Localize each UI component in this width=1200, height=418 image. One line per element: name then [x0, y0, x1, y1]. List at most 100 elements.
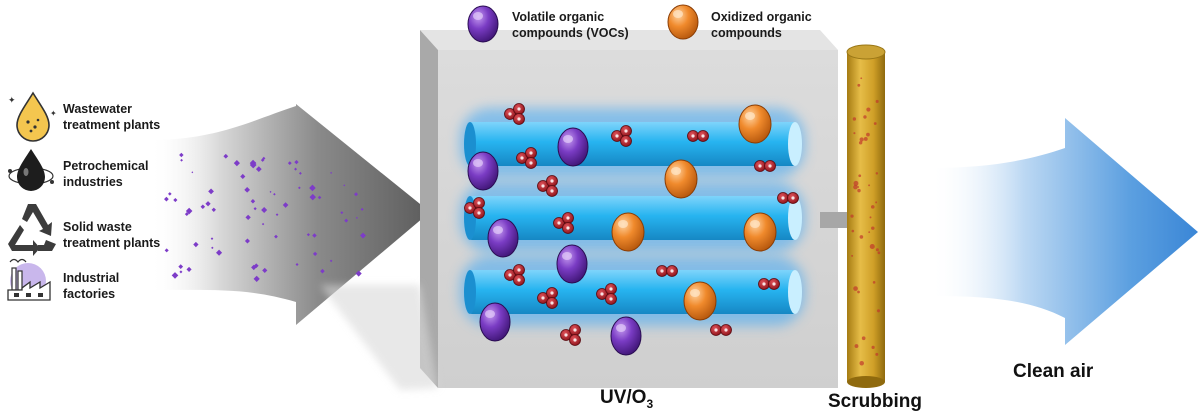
- reactor-molecules: [464, 103, 799, 356]
- scrubber-dot: [853, 132, 856, 135]
- ozone-molecule: [754, 160, 776, 172]
- legend-voc-label: Volatile organic compounds (VOCs): [512, 10, 629, 40]
- reactor-label: UV/O3: [600, 387, 654, 411]
- scrubber-dot: [851, 229, 855, 233]
- scrubber-dot: [871, 345, 875, 349]
- scrubber-dot: [868, 184, 871, 187]
- pollutant-dot: [253, 207, 257, 211]
- factory-icon: [7, 258, 51, 301]
- pollutant-dot: [344, 218, 349, 223]
- pollutant-dot: [261, 207, 268, 214]
- oxidized-molecule: [743, 212, 777, 252]
- scrubber-dot: [866, 132, 870, 137]
- pollutant-dot: [312, 251, 318, 257]
- pollutant-dot: [184, 212, 189, 217]
- ozone-molecule: [611, 125, 632, 147]
- pollutant-dot: [185, 207, 193, 215]
- pollutant-dot: [233, 160, 240, 167]
- pollutant-dot: [287, 161, 292, 166]
- scrubber-dot: [851, 254, 854, 257]
- pollutant-dot: [208, 188, 214, 195]
- pollutant-dot: [180, 158, 183, 162]
- legend-voc-symbol: [467, 5, 499, 43]
- pollutant-dot: [223, 153, 229, 159]
- voc-molecule: [557, 127, 589, 167]
- uv-o3-reactor: [320, 30, 838, 390]
- pollutant-dot: [274, 234, 278, 239]
- scrubber-dot: [861, 336, 866, 341]
- pollutant-dot: [186, 266, 192, 272]
- pollutant-dot: [244, 238, 250, 244]
- uv-lamp-1: [460, 108, 805, 178]
- ozone-molecule: [560, 324, 581, 346]
- scrubber-dot: [875, 99, 879, 103]
- pollutant-dot: [249, 159, 257, 167]
- ozone-molecule: [504, 103, 525, 125]
- pollutant-dot: [179, 270, 183, 274]
- source-wastewater-label: Wastewater treatment plants: [63, 102, 161, 132]
- pollutant-dot: [168, 192, 172, 196]
- pollutant-dot: [253, 275, 260, 282]
- pollutant-dot: [317, 195, 322, 200]
- scrubber-dot: [852, 117, 857, 121]
- pollutant-dot: [216, 249, 223, 256]
- scrubber-dot: [863, 137, 868, 141]
- scrubber-dot: [853, 184, 858, 190]
- legend-oxidized-label: Oxidized organic compounds: [711, 10, 812, 40]
- pollutant-dot: [244, 186, 251, 193]
- ozone-molecule: [537, 175, 558, 197]
- clean-air-label: Clean air: [1013, 361, 1094, 382]
- scrubber-dot: [868, 231, 871, 234]
- scrubber-particles: [850, 77, 881, 366]
- pollutant-dot: [320, 268, 325, 274]
- pollutant-dot: [251, 264, 257, 271]
- scrubber-dot: [866, 107, 871, 112]
- voc-molecule: [556, 244, 588, 284]
- ozone-molecule: [710, 324, 732, 336]
- scrubber-dot: [876, 309, 881, 313]
- scrubber-dot: [869, 243, 875, 250]
- oxidized-molecule: [683, 281, 717, 321]
- pollutant-dot: [354, 192, 359, 197]
- scrubber-dot: [875, 248, 879, 252]
- ozone-molecule: [516, 147, 537, 169]
- uv-lamp-3: [460, 256, 805, 326]
- scrubber-dot: [875, 172, 879, 175]
- pollutant-dot: [193, 241, 199, 248]
- scrubber-dot: [870, 205, 875, 209]
- ozone-molecule: [553, 212, 574, 234]
- pollutant-dot: [191, 171, 194, 174]
- scrubber-dot: [853, 180, 859, 186]
- source-solid-waste-label: Solid waste treatment plants: [63, 220, 161, 250]
- scrubber-dot: [857, 83, 861, 87]
- scrubber-dot: [859, 235, 864, 239]
- ozone-molecule: [464, 197, 485, 219]
- pollutant-dot: [240, 173, 246, 179]
- clean-air-arrow: [930, 118, 1198, 345]
- pollutant-dot: [260, 158, 265, 162]
- scrubber-dot: [875, 201, 878, 204]
- scrubber-dot: [860, 77, 863, 80]
- pollutant-dot: [295, 263, 299, 267]
- source-petrochemical-label: Petrochemical industries: [63, 159, 149, 189]
- polluted-air-arrow: [150, 104, 430, 325]
- scrubber-dot: [857, 188, 861, 193]
- pollutant-dot: [312, 233, 317, 238]
- ozone-molecule: [656, 265, 678, 277]
- voc-molecule: [467, 151, 499, 191]
- voc-molecule: [610, 316, 642, 356]
- svg-text:✦: ✦: [50, 109, 57, 118]
- ozone-molecule: [687, 130, 709, 142]
- pollutant-dot: [261, 222, 265, 226]
- ozone-molecule: [596, 283, 617, 305]
- scrubbing-label: Scrubbing: [828, 391, 922, 412]
- scrubber-dot: [857, 186, 860, 188]
- pollutant-dot: [262, 267, 268, 274]
- recycle-icon: [8, 204, 56, 256]
- pollutant-dot: [171, 272, 179, 279]
- pollutant-dot: [329, 259, 333, 263]
- scrubber-dot: [859, 360, 864, 366]
- pollutant-dot: [250, 199, 256, 204]
- pollutant-dot: [306, 233, 310, 237]
